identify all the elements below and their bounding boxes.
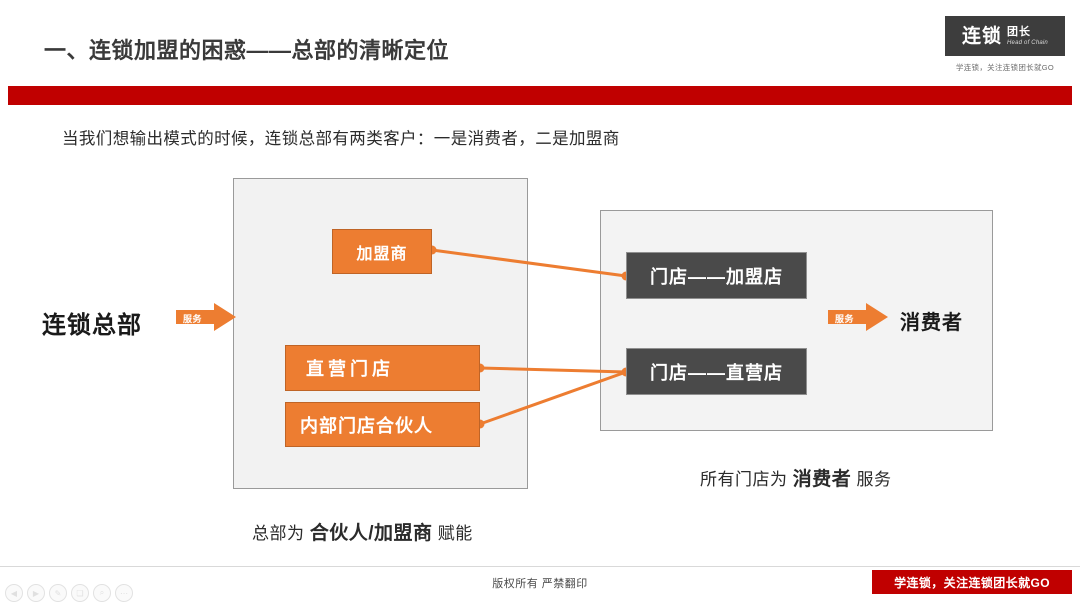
hq-caption: 总部为 合伙人/加盟商 赋能 [252, 518, 473, 545]
hq-caption-prefix: 总部为 [252, 524, 310, 543]
service-arrow-right-icon [828, 303, 888, 331]
hq-caption-suffix: 赋能 [432, 524, 473, 543]
box-franchisee[interactable]: 加盟商 [332, 229, 432, 274]
logo-mark: 连锁 团长 Head of Chain [945, 16, 1065, 56]
logo-secondary-group: 团长 Head of Chain [1007, 25, 1048, 46]
pen-icon[interactable]: ✎ [49, 584, 67, 602]
stores-caption-suffix: 服务 [851, 470, 892, 489]
logo-english-text: Head of Chain [1007, 39, 1048, 46]
logo-sub-text: 团长 [1007, 25, 1032, 38]
consumer-label: 消费者 [900, 312, 963, 334]
footer-copyright: 版权所有 严禁翻印 [492, 578, 588, 590]
box-store-direct[interactable]: 门店——直营店 [626, 348, 807, 395]
more-icon[interactable]: ⋯ [115, 584, 133, 602]
page-title: 一、连锁加盟的困惑——总部的清晰定位 [44, 38, 450, 63]
logo-main-text: 连锁 [962, 25, 1003, 47]
stores-caption-strong: 消费者 [792, 469, 852, 490]
intro-paragraph: 当我们想输出模式的时候，连锁总部有两类客户：一是消费者，二是加盟商 [62, 130, 620, 148]
previous-icon[interactable]: ◀ [5, 584, 23, 602]
play-icon[interactable]: ▶ [27, 584, 45, 602]
box-store-franchise[interactable]: 门店——加盟店 [626, 252, 807, 299]
player-controls[interactable]: ◀ ▶ ✎ ❏ ⌕ ⋯ [5, 584, 133, 602]
stores-caption-prefix: 所有门店为 [700, 470, 793, 489]
search-icon[interactable]: ⌕ [93, 584, 111, 602]
footer-divider [0, 566, 1080, 567]
hq-caption-strong: 合伙人/加盟商 [309, 523, 433, 544]
box-direct-store[interactable]: 直营门店 [285, 345, 480, 391]
service-arrow-left-icon [176, 303, 236, 331]
box-internal-partner[interactable]: 内部门店合伙人 [285, 402, 480, 447]
stores-caption: 所有门店为 消费者 服务 [700, 464, 891, 491]
brand-logo: 连锁 团长 Head of Chain 学连锁，关注连锁团长就GO [945, 16, 1065, 73]
hq-label: 连锁总部 [42, 312, 142, 339]
footer-promo-badge: 学连锁，关注连锁团长就GO [872, 570, 1072, 594]
copy-icon[interactable]: ❏ [71, 584, 89, 602]
header-accent-bar [8, 86, 1072, 105]
logo-tagline: 学连锁，关注连锁团长就GO [955, 63, 1055, 72]
